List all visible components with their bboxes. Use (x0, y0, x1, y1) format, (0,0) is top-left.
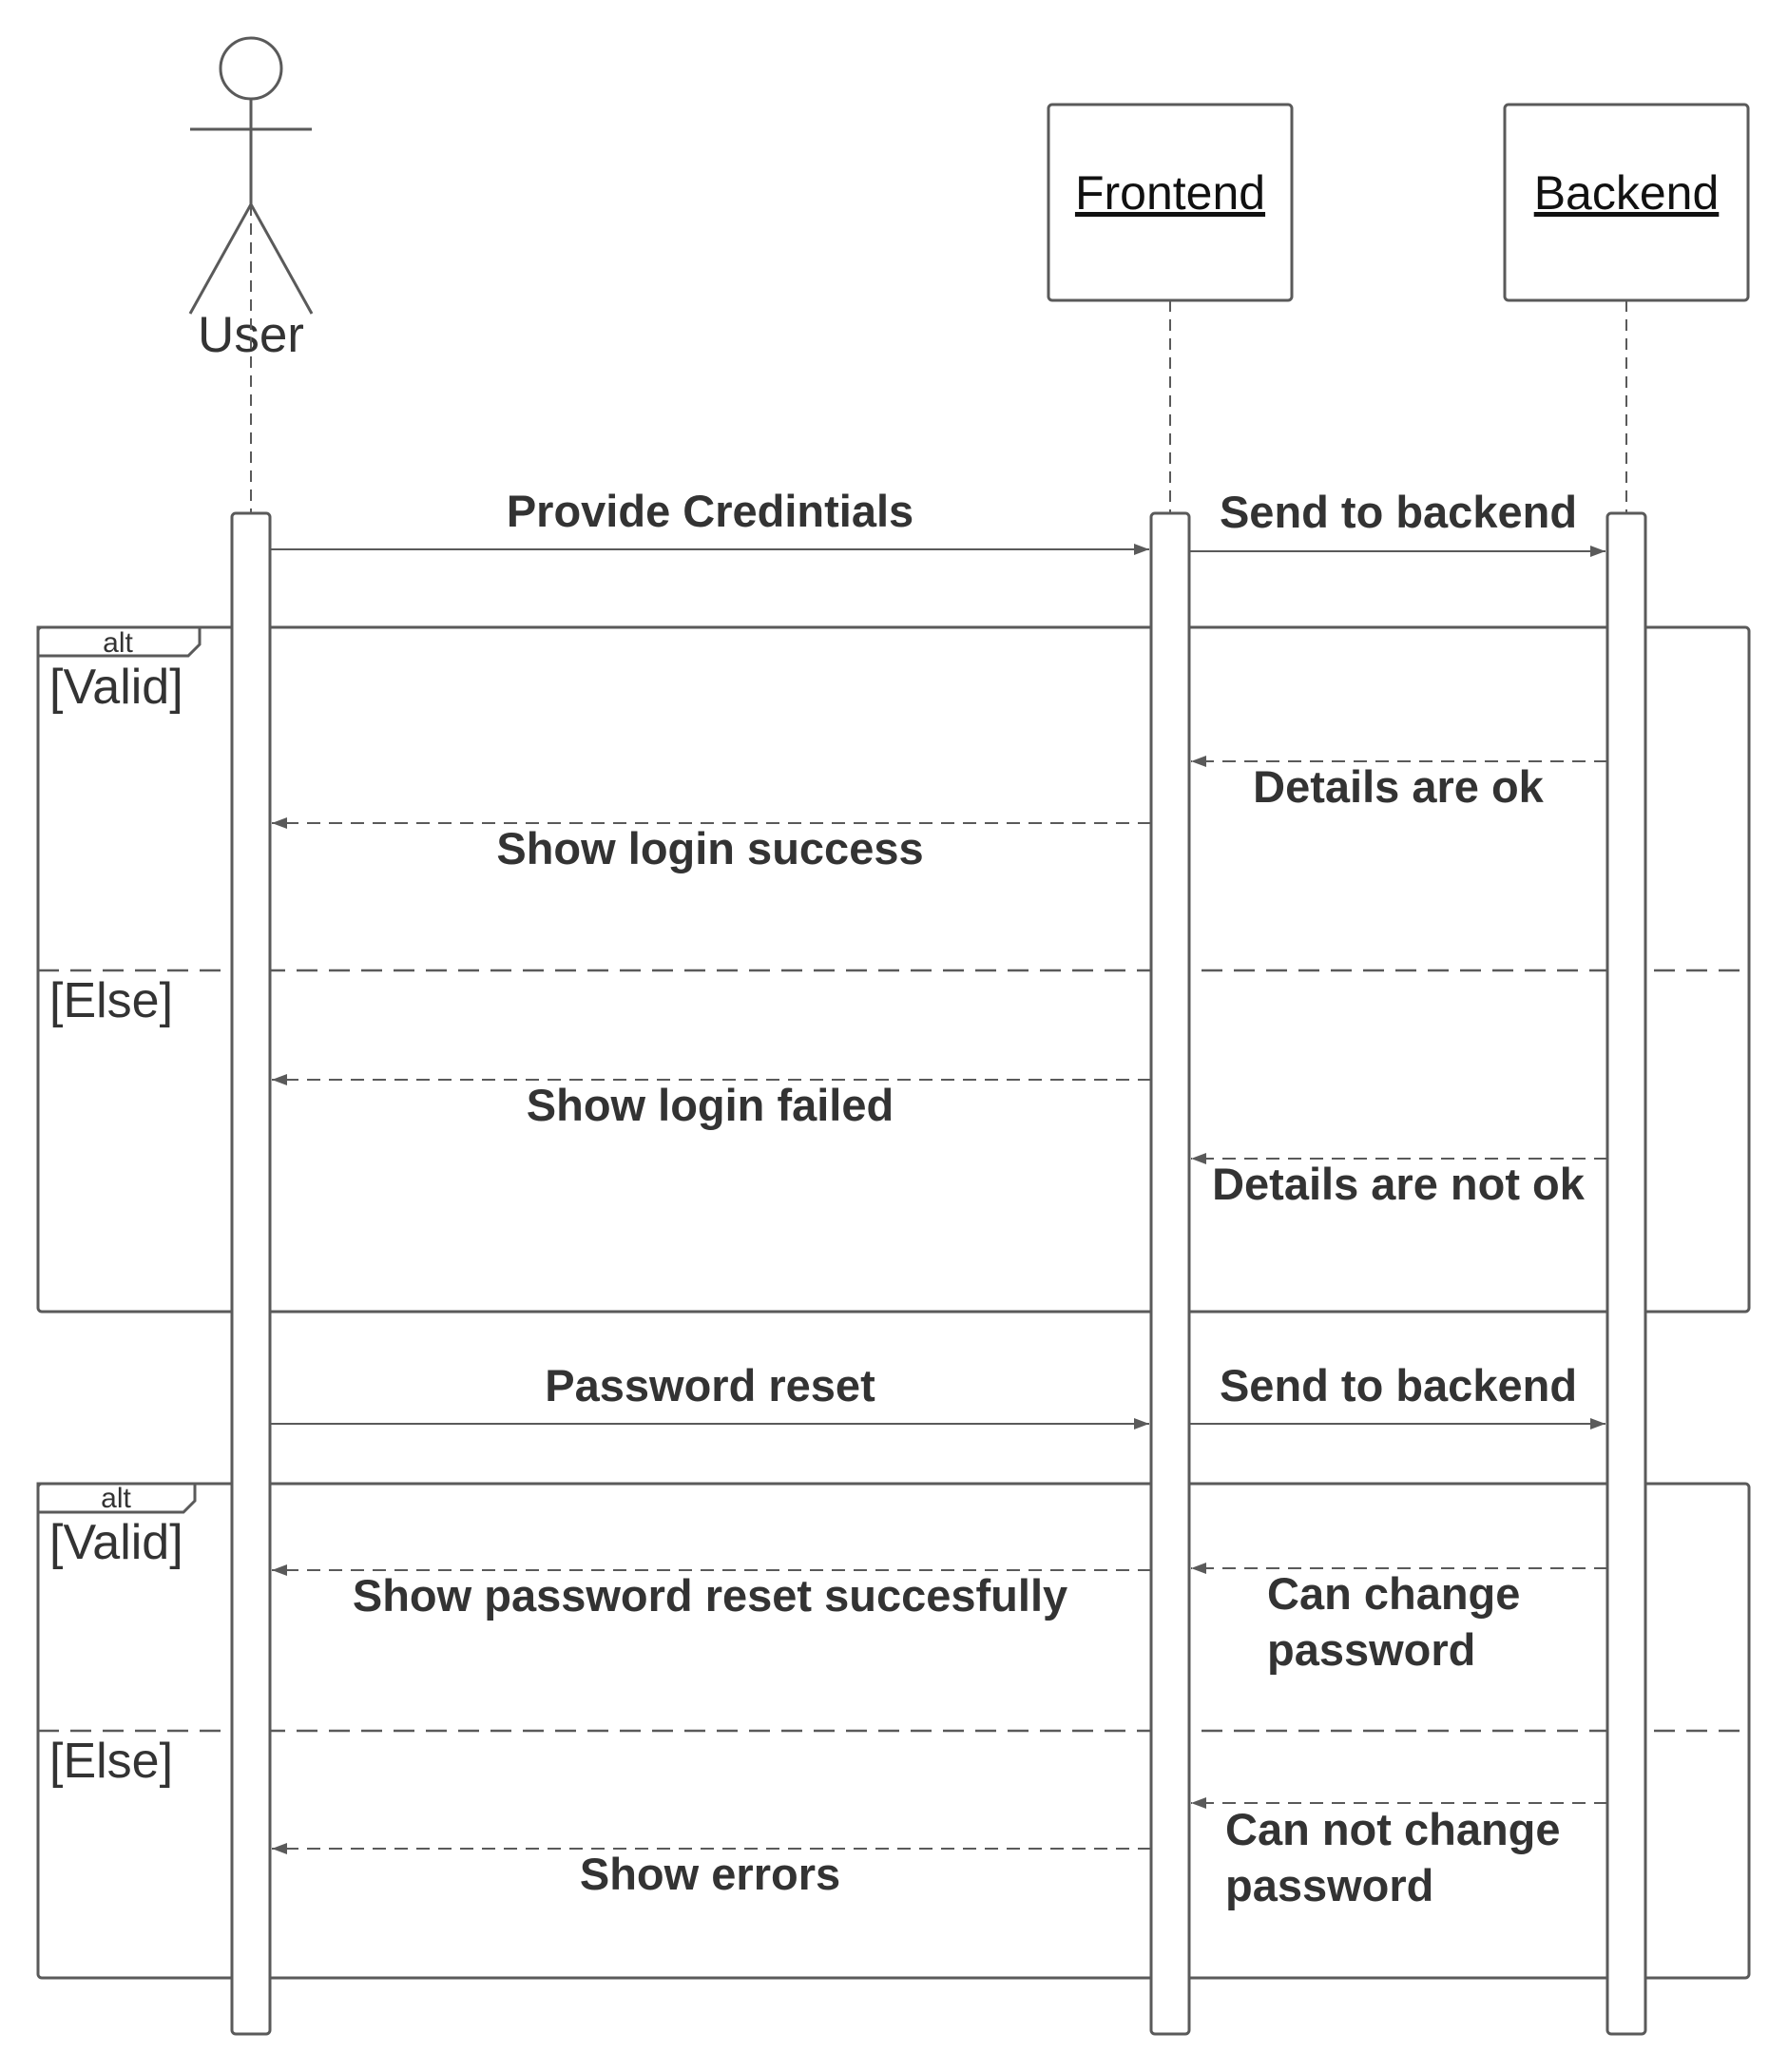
participant-backend-label: Backend (1534, 166, 1720, 220)
message-send-to-backend-2-label: Send to backend (1220, 1360, 1577, 1410)
participant-frontend: Frontend (1047, 103, 1294, 302)
message-password-reset: Password reset (270, 1360, 1149, 1429)
message-cannot-change-password-label-line1: Can not change (1225, 1804, 1561, 1854)
frontend-activation-bar (1149, 511, 1191, 2036)
alt-fragment-1-guard-valid: [Valid] (49, 660, 183, 715)
message-send-to-backend-2: Send to backend (1189, 1360, 1605, 1429)
message-can-change-password-label-line2: password (1267, 1624, 1475, 1675)
alt-fragment-2-tag-box (36, 1482, 197, 1514)
message-show-password-reset-label: Show password reset succesfully (353, 1570, 1067, 1621)
message-cannot-change-password-label-line2: password (1225, 1860, 1433, 1910)
alt-fragment-2-guard-valid: [Valid] (49, 1515, 183, 1570)
message-show-login-failed: Show login failed (272, 1074, 1151, 1130)
message-show-login-success-label: Show login success (496, 823, 923, 873)
message-details-ok-label: Details are ok (1253, 761, 1545, 812)
alt-fragment-1: alt [Valid] [Else] (36, 625, 1751, 1314)
backend-activation-bar (1605, 511, 1647, 2036)
message-details-ok: Details are ok (1191, 756, 1607, 812)
participant-frontend-label: Frontend (1075, 166, 1265, 220)
message-password-reset-label: Password reset (545, 1360, 875, 1410)
alt-fragment-1-tag: alt (103, 627, 133, 659)
alt-fragment-1-tag-box (36, 625, 202, 658)
message-can-change-password-label-line1: Can change (1267, 1568, 1520, 1619)
message-show-password-reset: Show password reset succesfully (272, 1564, 1151, 1621)
user-actor: User (188, 36, 314, 363)
message-details-not-ok-label: Details are not ok (1212, 1159, 1586, 1209)
alt-fragment-2-tag: alt (101, 1483, 131, 1514)
message-show-errors: Show errors (272, 1843, 1151, 1899)
message-send-to-backend-1: Send to backend (1189, 487, 1605, 557)
message-show-login-failed-label: Show login failed (527, 1080, 894, 1130)
alt-fragment-2: alt [Valid] [Else] (36, 1482, 1751, 1980)
user-actor-right-leg (249, 203, 314, 315)
message-provide-credentials-label: Provide Credintials (507, 486, 913, 536)
user-actor-label: User (198, 307, 304, 363)
message-show-errors-label: Show errors (580, 1849, 840, 1899)
participant-backend: Backend (1503, 103, 1750, 302)
alt-fragment-1-guard-else: [Else] (49, 973, 173, 1028)
message-provide-credentials: Provide Credintials (270, 486, 1149, 555)
user-activation-bar (230, 511, 272, 2036)
message-cannot-change-password: Can not change password (1191, 1797, 1607, 1910)
message-details-not-ok: Details are not ok (1191, 1153, 1607, 1209)
message-send-to-backend-1-label: Send to backend (1220, 487, 1577, 537)
user-actor-head (219, 36, 283, 101)
user-actor-left-leg (188, 203, 253, 315)
message-show-login-success: Show login success (272, 817, 1151, 873)
message-can-change-password: Can change password (1191, 1563, 1607, 1675)
alt-fragment-2-guard-else: [Else] (49, 1734, 173, 1789)
